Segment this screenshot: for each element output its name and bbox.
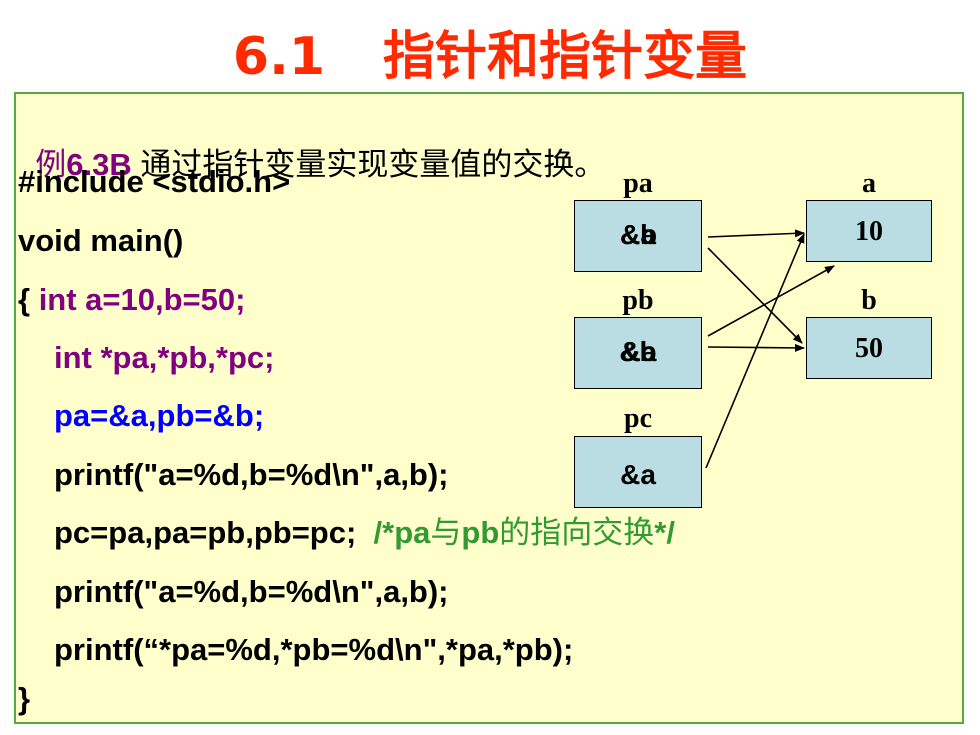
box-pc: &a [574,436,702,508]
slide-title: 6.1 指针和指针变量 [0,22,980,92]
comment-cn-1: 与 [430,515,462,551]
box-a: 10 [806,200,932,262]
box-b: 50 [806,317,932,379]
code-line-include: #include <stdio.h> [18,164,291,199]
code-line-swap: pc=pa,pa=pb,pb=pc; /*pa与pb的指向交换*/ [54,513,675,553]
label-a: a [862,168,876,199]
example-heading: 例6.3B 通过指针变量实现变量值的交换。 [18,105,605,185]
arrow-pa-to-b [707,247,803,344]
code-line-close-brace: } [18,681,31,716]
swap-code: pc=pa,pa=pb,pb=pc; [54,515,357,550]
a-value: 10 [855,216,883,247]
code-line-int-decl: { int a=10,b=50; [18,280,245,320]
comment-cn-2: 的指向交换 [499,515,655,551]
pb-value-old: &b [619,336,657,367]
pa-value-new: &b [619,219,658,250]
label-pb: pb [622,285,654,316]
arrow-pa-to-a [707,229,805,238]
box-pb: &b &a [574,317,702,389]
comment-end: */ [654,515,675,550]
code-line-printf-2: printf("a=%d,b=%d\n",a,b); [54,574,449,609]
b-value: 50 [855,333,883,364]
arrow-pc-to-a [705,233,805,469]
pb-value-new: &a [620,336,657,367]
title-number: 6.1 [232,27,326,87]
label-b: b [861,285,877,316]
code-line-assign: pa=&a,pb=&b; [54,398,265,433]
label-pa: pa [623,168,653,199]
comment-start: /*pa [373,515,431,550]
pa-value-old: &a [620,219,656,250]
code-line-printf-1: printf("a=%d,b=%d\n",a,b); [54,457,449,492]
int-decl: int a=10,b=50; [38,282,246,317]
code-panel [14,92,964,724]
box-pa: &a &b [574,200,702,272]
code-line-pointer-decl: int *pa,*pb,*pc; [54,340,275,375]
comment-mid: pb [461,515,500,550]
title-text: 指针和指针变量 [383,27,748,87]
code-line-printf-3: printf(“*pa=%d,*pb=%d\n",*pa,*pb); [54,632,574,667]
code-line-main: void main() [18,223,184,258]
example-description: 通过指针变量实现变量值的交换。 [140,147,606,183]
open-brace: { [18,282,39,317]
example-number: 6.3B [66,147,132,182]
label-pc: pc [624,403,652,434]
arrow-pb-to-a [707,265,835,337]
pc-value: &a [620,459,656,490]
example-prefix: 例 [35,147,67,183]
